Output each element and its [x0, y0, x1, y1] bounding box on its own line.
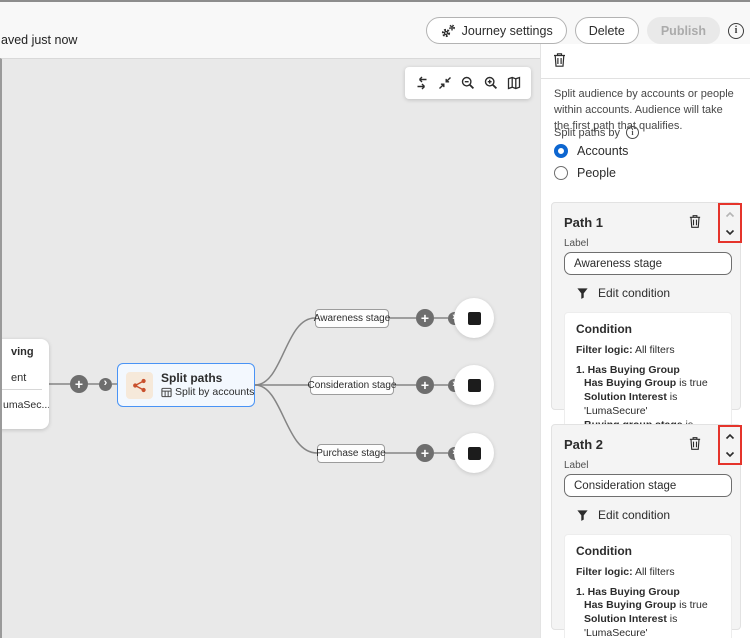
- path-title: Path 2: [564, 436, 604, 452]
- collapse-view-icon[interactable]: [434, 70, 456, 96]
- upstream-node[interactable]: ving ent umaSec...: [2, 339, 49, 429]
- split-node-subtitle: Split by accounts: [175, 386, 255, 398]
- condition-heading: Condition: [576, 322, 632, 336]
- filter-funnel-icon: [576, 509, 589, 522]
- journey-canvas[interactable]: ving ent umaSec... + › Split path: [0, 58, 540, 638]
- condition-group-line: 1. Has Buying Group: [576, 364, 680, 376]
- branch-label-consideration[interactable]: Consideration stage: [308, 375, 396, 395]
- split-paths-by-label: Split paths by: [554, 126, 621, 139]
- end-node[interactable]: [454, 298, 494, 338]
- divider: [541, 78, 750, 79]
- move-path-up-button[interactable]: [725, 209, 735, 219]
- split-node-title: Split paths: [161, 371, 223, 385]
- window-top-border: [0, 0, 750, 2]
- upstream-node-subtitle: ent: [11, 372, 27, 384]
- upstream-node-title: ving: [11, 346, 34, 358]
- journey-settings-label: Journey settings: [461, 23, 553, 38]
- end-node[interactable]: [454, 433, 494, 473]
- condition-rule: Solution Interest is 'LumaSecure': [584, 613, 678, 638]
- reorder-layout-icon[interactable]: [411, 70, 433, 96]
- publish-label: Publish: [660, 23, 706, 38]
- path-2-card: Path 2 Label Edit condition Condition Fi…: [551, 424, 742, 638]
- upstream-node-detail: umaSec...: [3, 399, 49, 411]
- split-paths-node[interactable]: Split paths Split by accounts: [117, 363, 255, 407]
- label-caption: Label: [564, 460, 589, 471]
- condition-group-line: 1. Has Buying Group: [576, 586, 680, 598]
- info-icon[interactable]: i: [728, 22, 744, 39]
- delete-path-button[interactable]: [688, 214, 702, 229]
- canvas-toolbar: [405, 67, 531, 99]
- branch-label-awareness[interactable]: Awareness stage: [314, 308, 390, 328]
- radio-people-label: People: [577, 166, 616, 180]
- end-icon: [467, 446, 481, 460]
- move-path-down-button[interactable]: [725, 227, 735, 237]
- edit-condition-label: Edit condition: [598, 508, 671, 522]
- info-icon[interactable]: i: [626, 126, 640, 139]
- condition-summary: Condition Filter logic: All filters 1. H…: [564, 534, 732, 638]
- divider: [2, 389, 42, 390]
- journey-settings-button[interactable]: Journey settings: [425, 17, 567, 44]
- add-node-button[interactable]: +: [416, 309, 434, 327]
- add-node-button[interactable]: +: [70, 375, 88, 393]
- delete-node-button[interactable]: [552, 52, 567, 68]
- delete-button[interactable]: Delete: [574, 17, 639, 44]
- condition-rule: Has Buying Group is true: [584, 599, 708, 611]
- annotation-highlight: [718, 203, 742, 243]
- move-path-up-button[interactable]: [725, 431, 735, 441]
- split-paths-config-panel: Split audience by accounts or people wit…: [540, 44, 750, 638]
- filter-logic-line: Filter logic: All filters: [576, 566, 675, 578]
- edit-condition-label: Edit condition: [598, 286, 671, 300]
- radio-accounts-label: Accounts: [577, 144, 629, 158]
- path-label-input[interactable]: [564, 252, 732, 275]
- add-node-button[interactable]: +: [416, 444, 434, 462]
- path-title: Path 1: [564, 214, 604, 230]
- connector-edges: [47, 317, 448, 454]
- flow-arrow-icon: ›: [99, 377, 112, 391]
- edit-condition-button[interactable]: Edit condition: [576, 286, 670, 300]
- zoom-in-icon[interactable]: [480, 70, 502, 96]
- label-caption: Label: [564, 238, 589, 249]
- publish-button[interactable]: Publish: [646, 17, 720, 44]
- minimap-icon[interactable]: [503, 70, 525, 96]
- radio-unselected-icon: [554, 166, 568, 180]
- move-path-down-button[interactable]: [725, 449, 735, 459]
- radio-accounts[interactable]: Accounts: [554, 144, 628, 158]
- path-1-card: Path 1 Label Edit condition Condition Fi…: [551, 202, 742, 457]
- split-paths-icon: [131, 377, 148, 394]
- add-node-button[interactable]: +: [416, 376, 434, 394]
- delete-path-button[interactable]: [688, 436, 702, 451]
- annotation-highlight: [718, 425, 742, 465]
- condition-rule: Solution Interest is 'LumaSecure': [584, 391, 678, 417]
- split-icon-box: [126, 371, 153, 399]
- save-status: aved just now: [1, 33, 78, 47]
- delete-label: Delete: [588, 23, 625, 38]
- zoom-out-icon[interactable]: [457, 70, 479, 96]
- top-bar: aved just now Journey settings Delete Pu…: [0, 2, 750, 58]
- end-icon: [467, 378, 481, 392]
- condition-rule: Has Buying Group is true: [584, 377, 708, 389]
- end-icon: [467, 311, 481, 325]
- gear-icon: [440, 23, 456, 39]
- panel-description: Split audience by accounts or people wit…: [554, 88, 734, 132]
- branch-label-purchase[interactable]: Purchase stage: [316, 443, 386, 463]
- edit-condition-button[interactable]: Edit condition: [576, 508, 670, 522]
- topbar-actions: Journey settings Delete Publish i: [425, 17, 744, 44]
- radio-people[interactable]: People: [554, 166, 616, 180]
- path-label-input[interactable]: [564, 474, 732, 497]
- radio-selected-icon: [554, 144, 568, 158]
- filter-logic-line: Filter logic: All filters: [576, 344, 675, 356]
- filter-funnel-icon: [576, 287, 589, 300]
- condition-heading: Condition: [576, 544, 632, 558]
- end-node[interactable]: [454, 365, 494, 405]
- table-icon: [161, 387, 172, 398]
